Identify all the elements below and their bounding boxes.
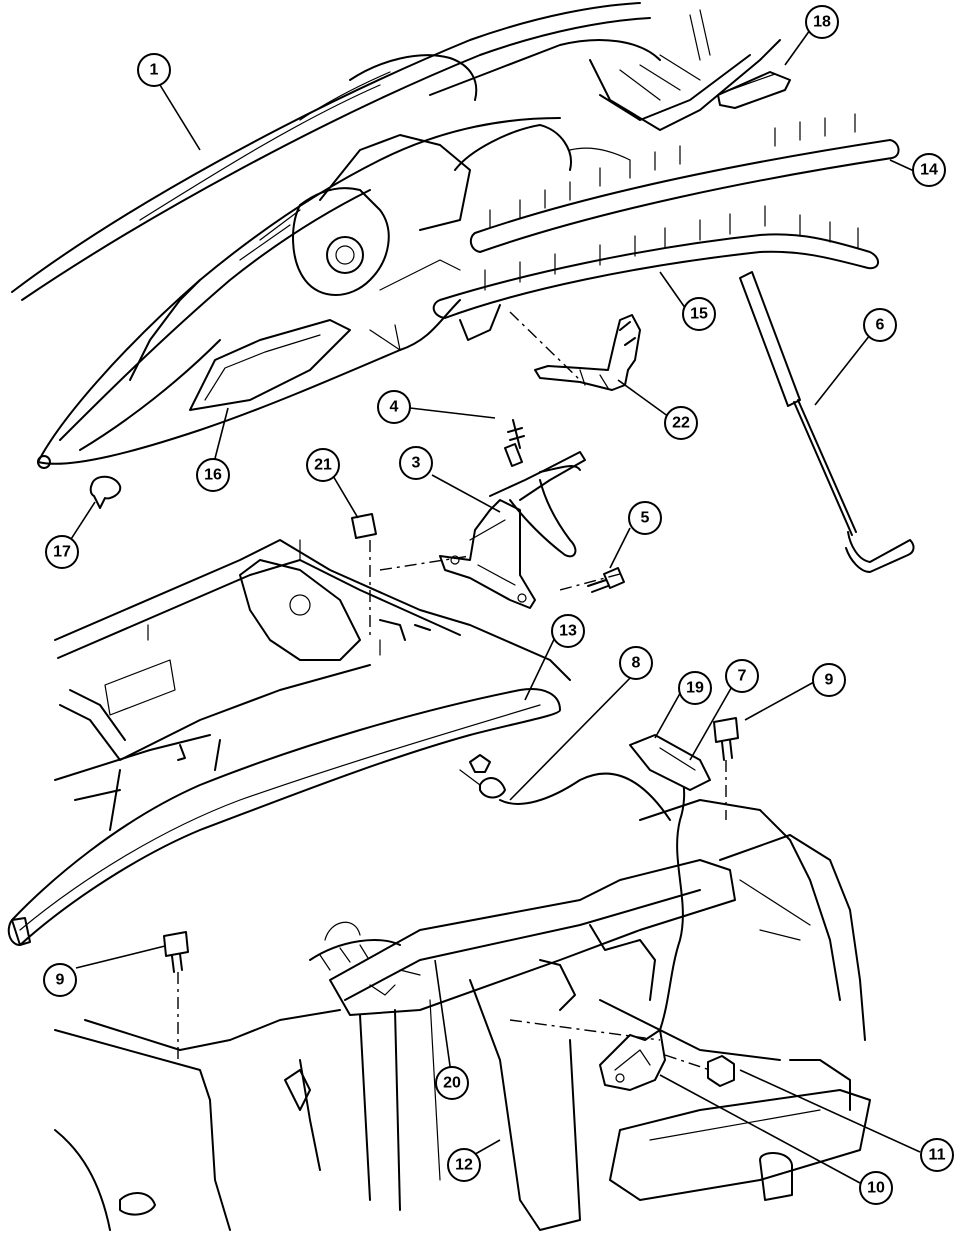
callout-5-label: 5 bbox=[641, 510, 650, 527]
bolt-right bbox=[713, 717, 739, 761]
hood-latch-striker bbox=[534, 314, 641, 391]
callout-9-right-label: 9 bbox=[825, 672, 834, 689]
hood-bumper bbox=[89, 475, 122, 509]
callout-6-label: 6 bbox=[876, 317, 885, 334]
callout-13-label: 13 bbox=[559, 623, 577, 640]
hinge-bolt-lower bbox=[587, 567, 625, 593]
callout-10: 10 bbox=[859, 1171, 893, 1205]
callout-22: 22 bbox=[664, 406, 698, 440]
hood-weatherstrip-lower bbox=[432, 205, 879, 341]
hood-latch bbox=[599, 1029, 666, 1091]
radiator-support bbox=[54, 799, 871, 1231]
callout-9-left-label: 9 bbox=[56, 972, 65, 989]
callout-9-left: 9 bbox=[43, 963, 77, 997]
callout-14: 14 bbox=[912, 153, 946, 187]
hood-hinge bbox=[439, 451, 586, 609]
callout-22-label: 22 bbox=[672, 415, 690, 432]
callout-16: 16 bbox=[196, 458, 230, 492]
cowl-weatherstrip bbox=[7, 688, 561, 946]
callout-19-label: 19 bbox=[686, 680, 704, 697]
leader-lines bbox=[63, 29, 921, 1184]
callout-12-label: 12 bbox=[455, 1157, 473, 1174]
callout-21: 21 bbox=[306, 448, 340, 482]
callout-8: 8 bbox=[619, 646, 653, 680]
callout-4-label: 4 bbox=[390, 399, 399, 416]
callout-14-label: 14 bbox=[920, 162, 938, 179]
callout-12: 12 bbox=[447, 1148, 481, 1182]
callout-15-label: 15 bbox=[690, 306, 708, 323]
hood-inner-panel bbox=[37, 117, 631, 469]
callout-9-right: 9 bbox=[812, 663, 846, 697]
callout-7: 7 bbox=[725, 659, 759, 693]
callout-10-label: 10 bbox=[867, 1180, 885, 1197]
callout-5: 5 bbox=[628, 501, 662, 535]
hood-weatherstrip-upper bbox=[469, 113, 900, 253]
assembly-center-lines bbox=[177, 311, 727, 1071]
cowl-panel bbox=[54, 539, 571, 831]
callout-17: 17 bbox=[45, 535, 79, 569]
callout-16-label: 16 bbox=[204, 467, 222, 484]
callout-1: 1 bbox=[137, 53, 171, 87]
callout-6: 6 bbox=[863, 308, 897, 342]
callout-1-label: 1 bbox=[150, 62, 159, 79]
hinge-bolt-upper bbox=[504, 419, 525, 467]
callout-15: 15 bbox=[682, 297, 716, 331]
bolt-left bbox=[163, 931, 189, 973]
callout-19: 19 bbox=[678, 671, 712, 705]
callout-4: 4 bbox=[377, 390, 411, 424]
callout-8-label: 8 bbox=[632, 655, 641, 672]
callout-20: 20 bbox=[435, 1066, 469, 1100]
hood-gas-strut bbox=[739, 271, 915, 573]
latch-support-bracket bbox=[629, 734, 711, 791]
cable-grommet bbox=[469, 754, 491, 773]
callout-21-label: 21 bbox=[314, 457, 332, 474]
callout-20-label: 20 bbox=[443, 1075, 461, 1092]
callout-13: 13 bbox=[551, 614, 585, 648]
hood-stop-block bbox=[351, 513, 377, 539]
callout-18: 18 bbox=[805, 5, 839, 39]
callout-11: 11 bbox=[920, 1138, 954, 1172]
callout-7-label: 7 bbox=[738, 668, 747, 685]
hood-panel bbox=[11, 2, 781, 301]
callout-17-label: 17 bbox=[53, 544, 71, 561]
callout-3: 3 bbox=[399, 446, 433, 480]
hex-nut bbox=[707, 1055, 735, 1087]
callout-11-label: 11 bbox=[929, 1147, 946, 1164]
callout-3-label: 3 bbox=[412, 455, 421, 472]
callout-18-label: 18 bbox=[813, 14, 831, 31]
hood-seal-clip bbox=[717, 71, 791, 109]
